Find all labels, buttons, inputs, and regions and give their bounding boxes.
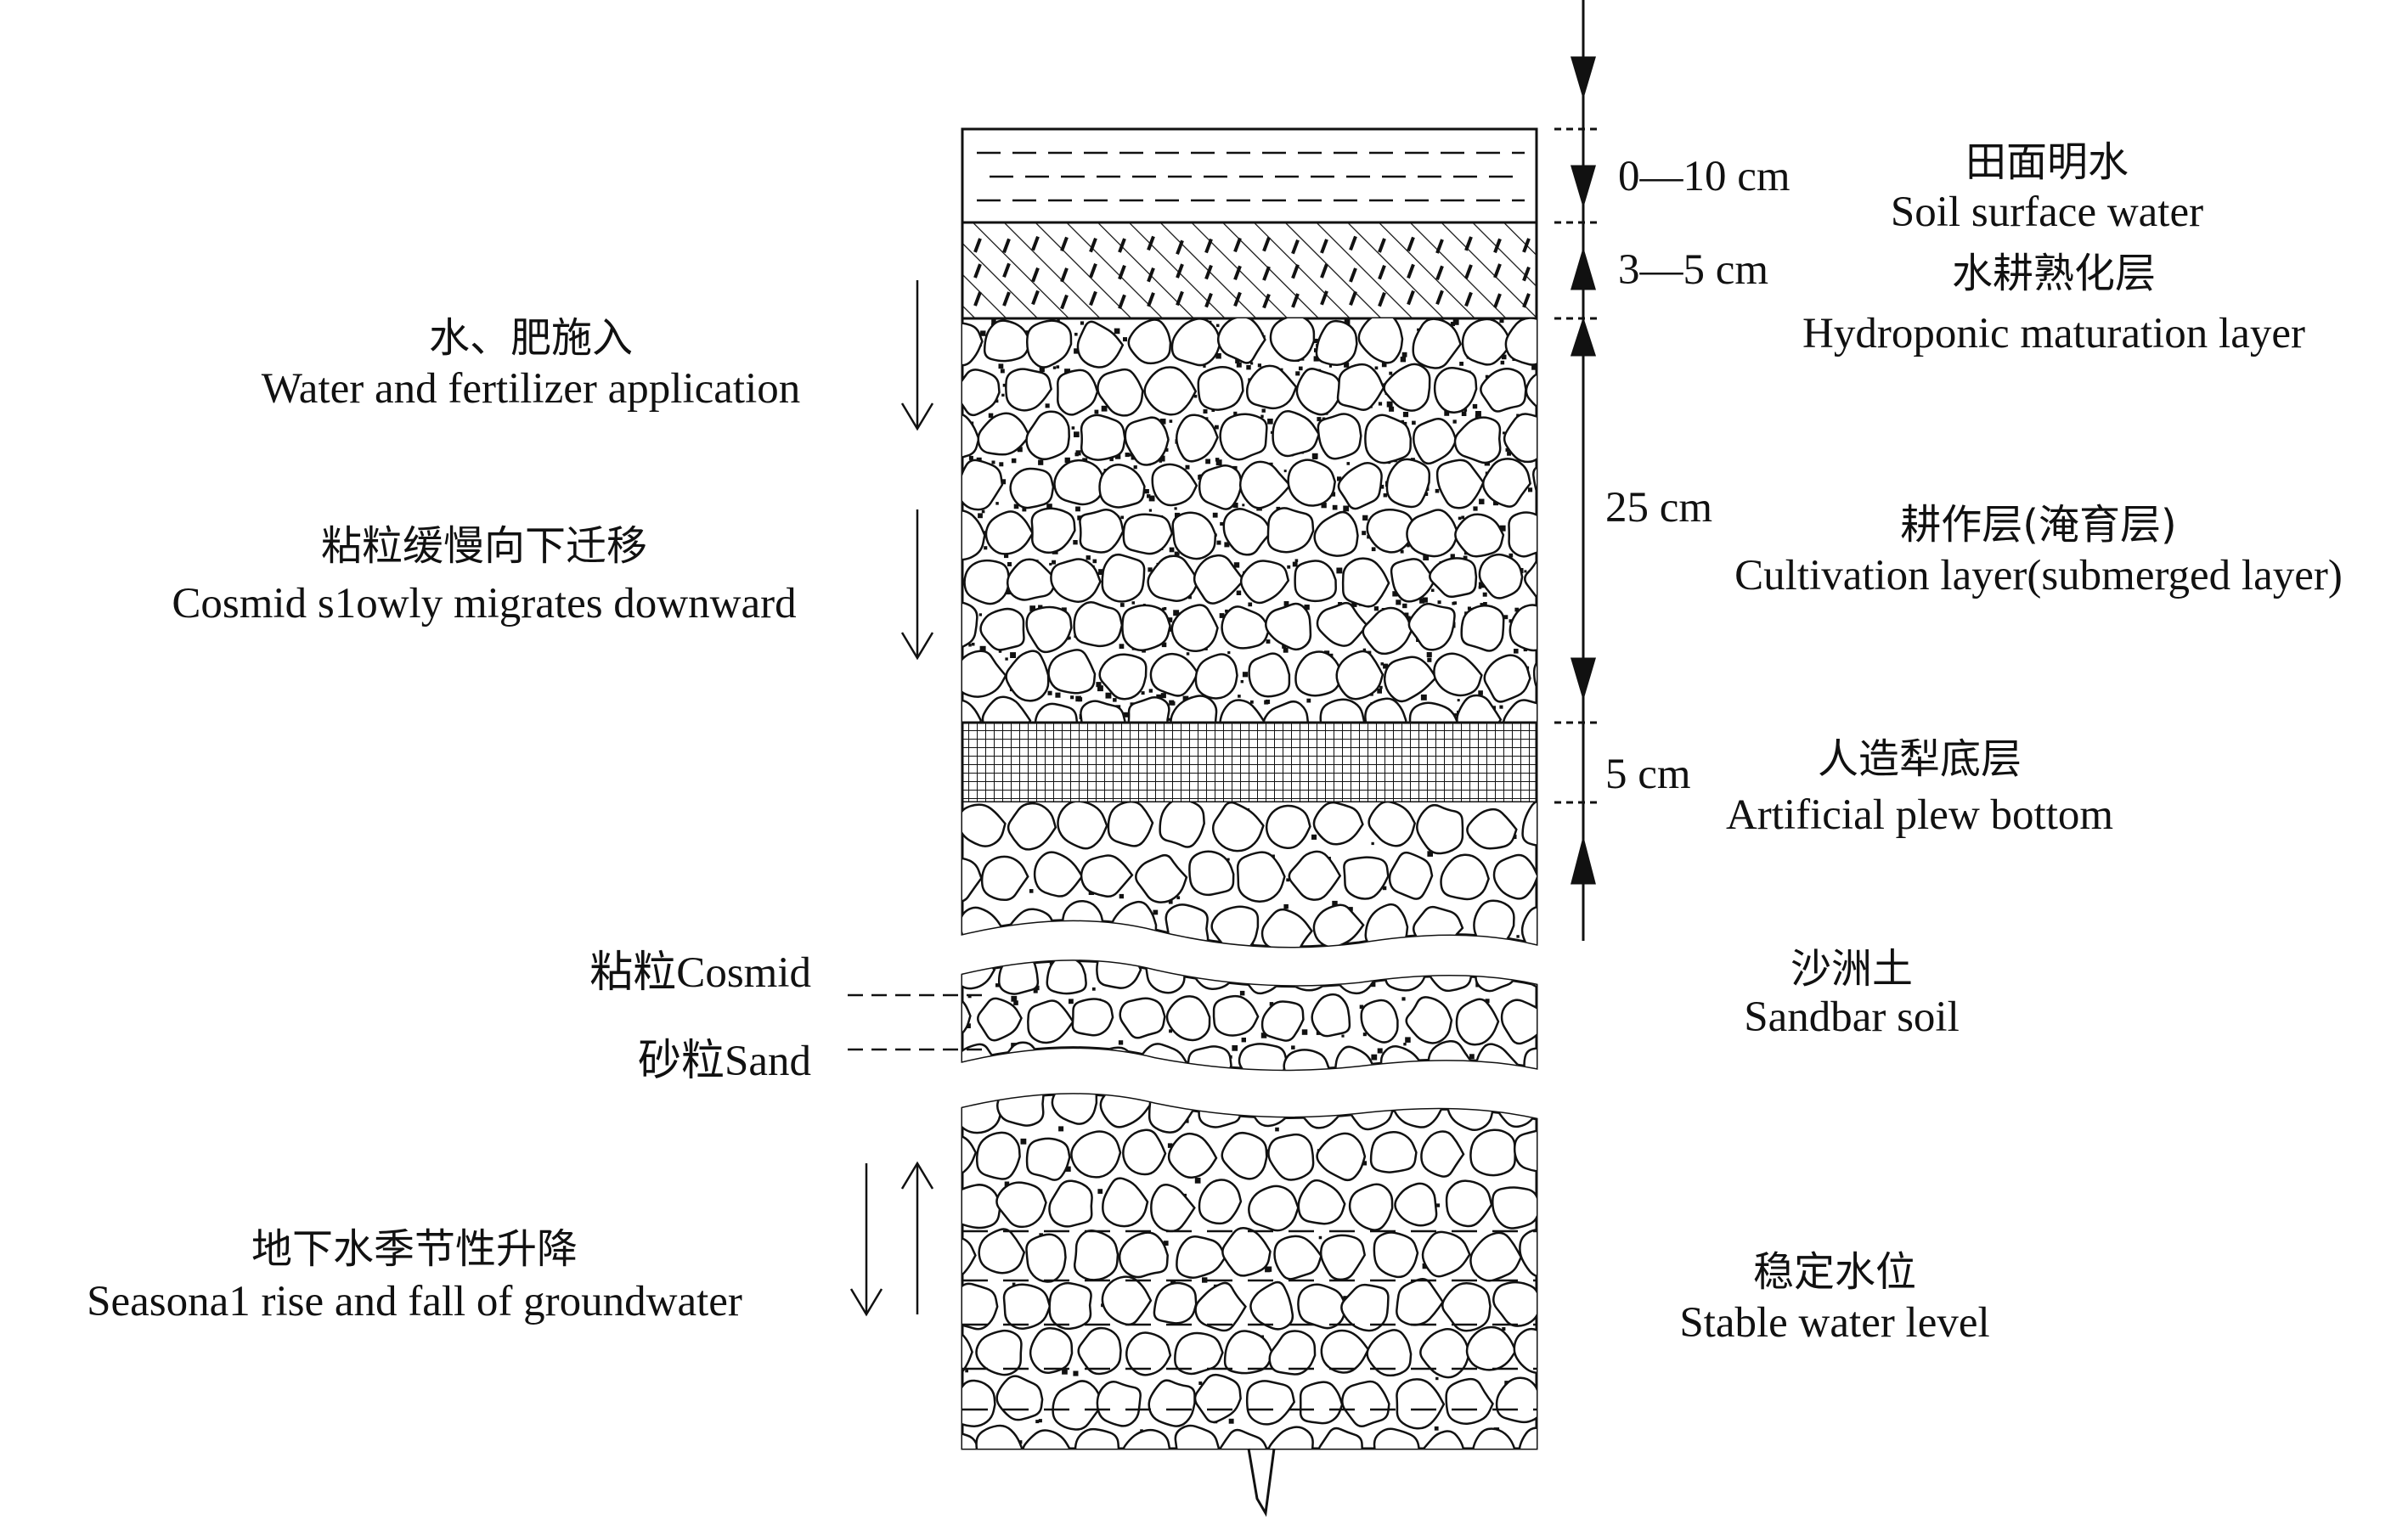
water-fertilizer-zh: 水、肥施入 (428, 314, 634, 362)
plow-bottom-en: Artificial plew bottom (1725, 791, 2114, 839)
sandbar-bottom-pebbles (962, 1094, 1537, 1449)
sand-legend-label: 砂粒Sand (637, 1038, 811, 1085)
sandbar-en: Sandbar soil (1744, 993, 1960, 1041)
cosmid-migrate-zh: 粘粒缓慢向下迁移 (320, 522, 648, 570)
sandbar-upper-pebbles (962, 802, 1537, 947)
root-tip (1247, 1448, 1276, 1517)
water-fertilizer-en: Water and fertilizer application (261, 365, 801, 413)
surface-water-zh: 田面明水 (1965, 138, 2129, 186)
stable-water-en: Stable water level (1679, 1299, 1990, 1347)
depth-cultivation: 25 cm (1605, 484, 1713, 532)
plow-bottom-layer (961, 721, 1538, 804)
cultivation-zh: 耕作层(淹育层) (1900, 501, 2177, 549)
cosmid-legend-label: 粘粒Cosmid (589, 949, 811, 997)
arrow-down-icon (1570, 657, 1597, 701)
surface-water-en: Soil surface water (1890, 189, 2204, 236)
depth-maturation: 3—5 cm (1618, 246, 1769, 294)
maturation-en: Hydroponic maturation layer (1802, 310, 2305, 357)
sandbar-zh: 沙洲土 (1790, 945, 1914, 993)
arrow-up-icon (1571, 836, 1596, 885)
maturation-layer (961, 221, 1538, 320)
maturation-streaks (973, 235, 1531, 310)
depth-surface-water: 0—10 cm (1618, 153, 1790, 200)
water-dashes (977, 151, 1525, 202)
arrow-up-icon (1570, 246, 1597, 290)
depth-ruler (1554, 0, 1597, 941)
plow-bottom-zh: 人造犁底层 (1817, 735, 2022, 783)
groundwater-zh: 地下水季节性升降 (251, 1225, 578, 1273)
maturation-zh: 水耕熟化层 (1951, 250, 2157, 297)
arrow-up-icon (1570, 317, 1597, 357)
depth-plow-bottom: 5 cm (1605, 751, 1691, 798)
cultivation-pebbles (962, 318, 1537, 723)
arrow-down-icon (1570, 56, 1597, 100)
arrow-down-icon (1570, 165, 1597, 209)
groundwater-dashes (962, 1230, 1537, 1411)
groundwater-en: Seasona1 rise and fall of groundwater (87, 1278, 742, 1325)
left-arrows (849, 280, 934, 1317)
soil-column (961, 127, 1538, 1517)
cosmid-migrate-en: Cosmid s1owly migrates downward (172, 580, 797, 627)
stable-water-zh: 稳定水位 (1752, 1248, 1917, 1296)
cultivation-en: Cultivation layer(submerged layer) (1734, 552, 2343, 599)
